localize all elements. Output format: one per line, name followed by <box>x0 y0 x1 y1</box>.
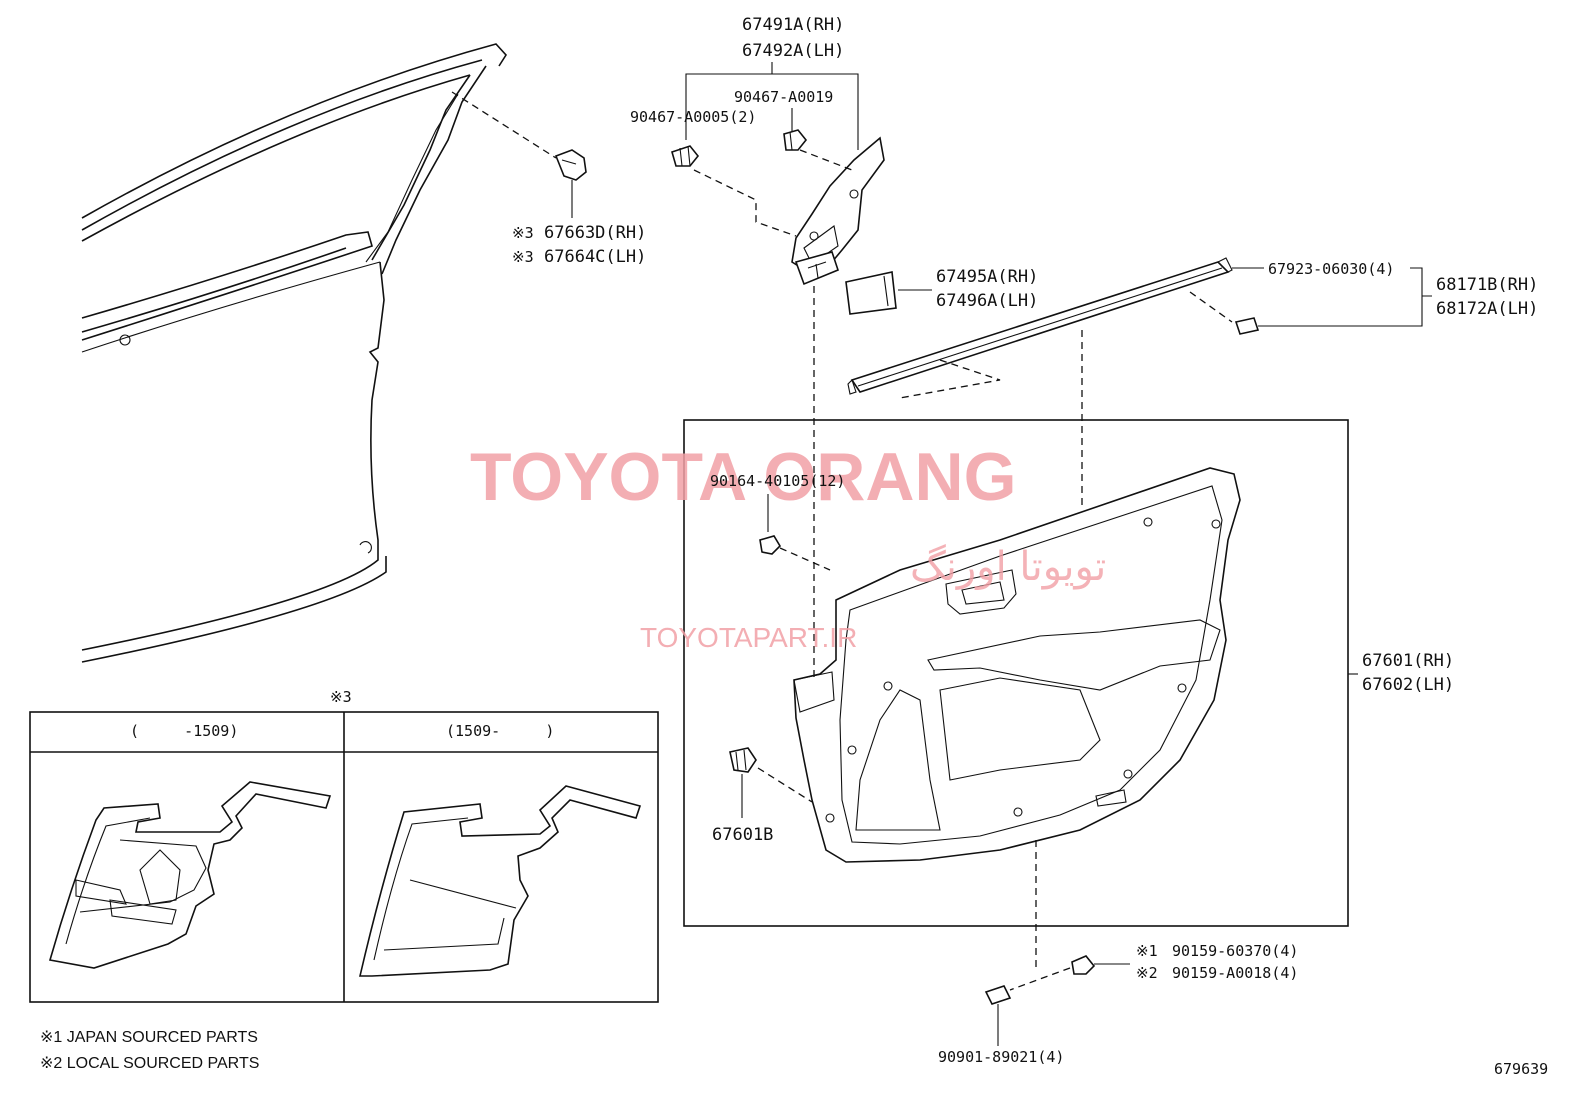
leader-clip-a0005-dash <box>693 169 797 237</box>
label-board-rh: 67601(RH) <box>1362 651 1454 671</box>
inset-header-mark: ※3 <box>330 688 352 706</box>
mark-3-bracket-lh: ※3 <box>512 248 534 266</box>
mark-3-bracket-rh: ※3 <box>512 224 534 242</box>
weatherstrip-clip-icon[interactable] <box>1234 317 1260 335</box>
mark-2-screw: ※2 <box>1136 964 1158 982</box>
label-clip-67601b: 67601B <box>712 825 773 845</box>
clip-90467-a0019-icon[interactable] <box>783 129 808 151</box>
label-pad-lh: 67496A(LH) <box>936 291 1038 311</box>
label-glass-run-trim-lh: 67492A(LH) <box>742 41 844 61</box>
screw-90159-icon[interactable] <box>1071 955 1096 975</box>
nut-90901-icon[interactable] <box>984 985 1012 1005</box>
door-trim-board-part[interactable] <box>793 467 1241 863</box>
label-bracket-rh: 67663D(RH) <box>544 223 646 243</box>
clip-67601b-icon[interactable] <box>729 747 757 773</box>
note-local-sourced: ※2 LOCAL SOURCED PARTS <box>40 1055 259 1072</box>
watermark-persian: تویوتا اورنگ <box>910 544 1106 590</box>
label-clip-a0005: 90467-A0005(2) <box>630 108 756 126</box>
leader-clip-a0019-dash <box>799 149 853 171</box>
inset-bracket-variants <box>29 711 659 1003</box>
leader-weatherstrip-dash2 <box>899 359 1001 399</box>
leader-clip-67601b-dash <box>757 767 813 803</box>
label-nut-89021: 90901-89021(4) <box>938 1048 1064 1066</box>
label-weatherstrip-lh: 68172A(LH) <box>1436 299 1538 319</box>
watermark-site: TOYOTAPART.IR <box>640 622 857 653</box>
door-frame-outline <box>81 43 508 663</box>
label-glass-run-trim-rh: 67491A(RH) <box>742 15 844 35</box>
label-screw-90164: 90164-40105(12) <box>710 472 845 490</box>
inset-left-range: ( -1509) <box>130 722 238 740</box>
label-screw-60370: 90159-60370(4) <box>1172 942 1298 960</box>
label-screw-a0018: 90159-A0018(4) <box>1172 964 1298 982</box>
door-frame-bracket[interactable] <box>554 149 587 181</box>
label-bracket-lh: 67664C(LH) <box>544 247 646 267</box>
inset-right-range: (1509- ) <box>446 722 554 740</box>
door-pad-part[interactable] <box>845 271 897 315</box>
glass-run-trim-part[interactable] <box>791 136 885 286</box>
label-weatherstrip-rh: 68171B(RH) <box>1436 275 1538 295</box>
leader-bracket <box>451 91 557 159</box>
bracket-glass-run-trim <box>685 62 859 150</box>
leader-screw-90164-dash <box>779 547 831 571</box>
label-pad-rh: 67495A(RH) <box>936 267 1038 287</box>
door-trim-board-box <box>683 419 1349 927</box>
diagram-number: 679639 <box>1494 1060 1548 1078</box>
leader-weatherstrip-dash <box>1189 291 1233 323</box>
label-board-lh: 67602(LH) <box>1362 675 1454 695</box>
label-weatherstrip-clip: 67923-06030(4) <box>1268 260 1394 278</box>
watermark-brand: TOYOTA ORANG <box>470 439 1017 515</box>
clip-90467-a0005-icon[interactable] <box>671 145 700 167</box>
leader-screw-90159-dash <box>1009 967 1071 991</box>
label-clip-a0019: 90467-A0019 <box>734 88 833 106</box>
door-belt-weatherstrip[interactable] <box>847 257 1233 395</box>
note-japan-sourced: ※1 JAPAN SOURCED PARTS <box>40 1029 258 1046</box>
screw-90164-icon[interactable] <box>759 535 782 555</box>
mark-1-screw: ※1 <box>1136 942 1158 960</box>
bracket-weatherstrip <box>1258 267 1432 327</box>
